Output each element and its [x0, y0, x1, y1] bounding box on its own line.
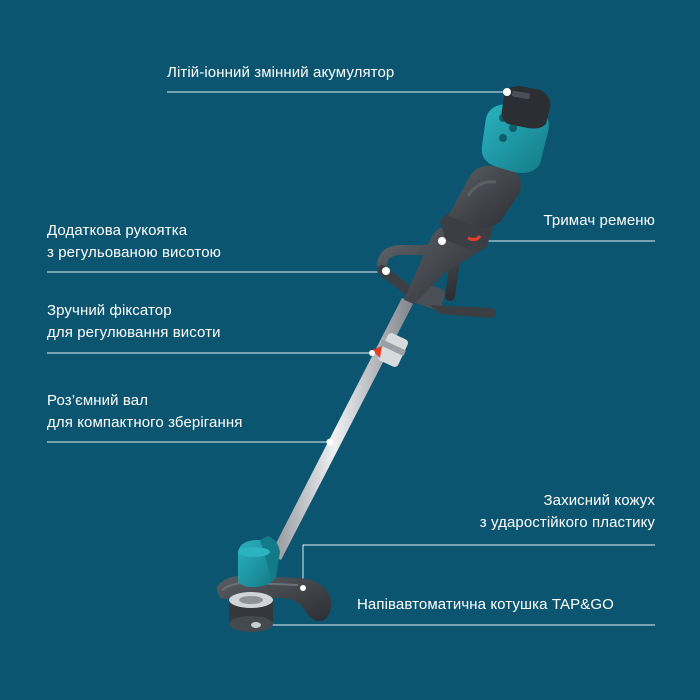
callout-battery-text: Літій-іонний змінний акумулятор — [167, 64, 395, 81]
callout-aux-handle: Додаткова рукоятка з регульованою висото… — [47, 220, 221, 264]
callout-spool: Напівавтоматична котушка TAP&GO — [357, 594, 614, 616]
callout-strap-holder: Тримач ременю — [543, 210, 655, 232]
callout-aux-handle-line1: Додаткова рукоятка — [47, 222, 188, 239]
callout-height-lock-line2: для регулювання висоти — [47, 324, 221, 341]
callout-battery: Літій-іонний змінний акумулятор — [167, 62, 394, 84]
line-guard — [302, 544, 655, 588]
callout-guard-line2: з ударостійкого пластику — [479, 514, 655, 531]
callout-height-lock-line1: Зручний фіксатор — [47, 302, 172, 319]
callout-dots — [300, 350, 375, 591]
main-body — [404, 86, 551, 304]
shaft — [270, 298, 414, 560]
callout-guard-line1: Захисний кожух — [543, 492, 655, 509]
callout-guard: Захисний кожух з ударостійкого пластику — [480, 490, 655, 534]
callout-height-lock: Зручний фіксатор для регулювання висоти — [47, 300, 221, 344]
callout-shaft: Роз’ємний вал для компактного зберігання — [47, 390, 242, 434]
callout-aux-handle-line2: з регульованою висотою — [47, 244, 221, 261]
callout-spool-text: Напівавтоматична котушка TAP&GO — [357, 596, 614, 613]
callout-strap-holder-text: Тримач ременю — [543, 212, 655, 229]
callout-shaft-line1: Роз’ємний вал — [47, 392, 149, 409]
callout-lines — [47, 91, 655, 626]
height-lock — [372, 333, 408, 367]
trimmer-head — [216, 536, 332, 632]
callout-shaft-line2: для компактного зберігання — [47, 414, 243, 431]
